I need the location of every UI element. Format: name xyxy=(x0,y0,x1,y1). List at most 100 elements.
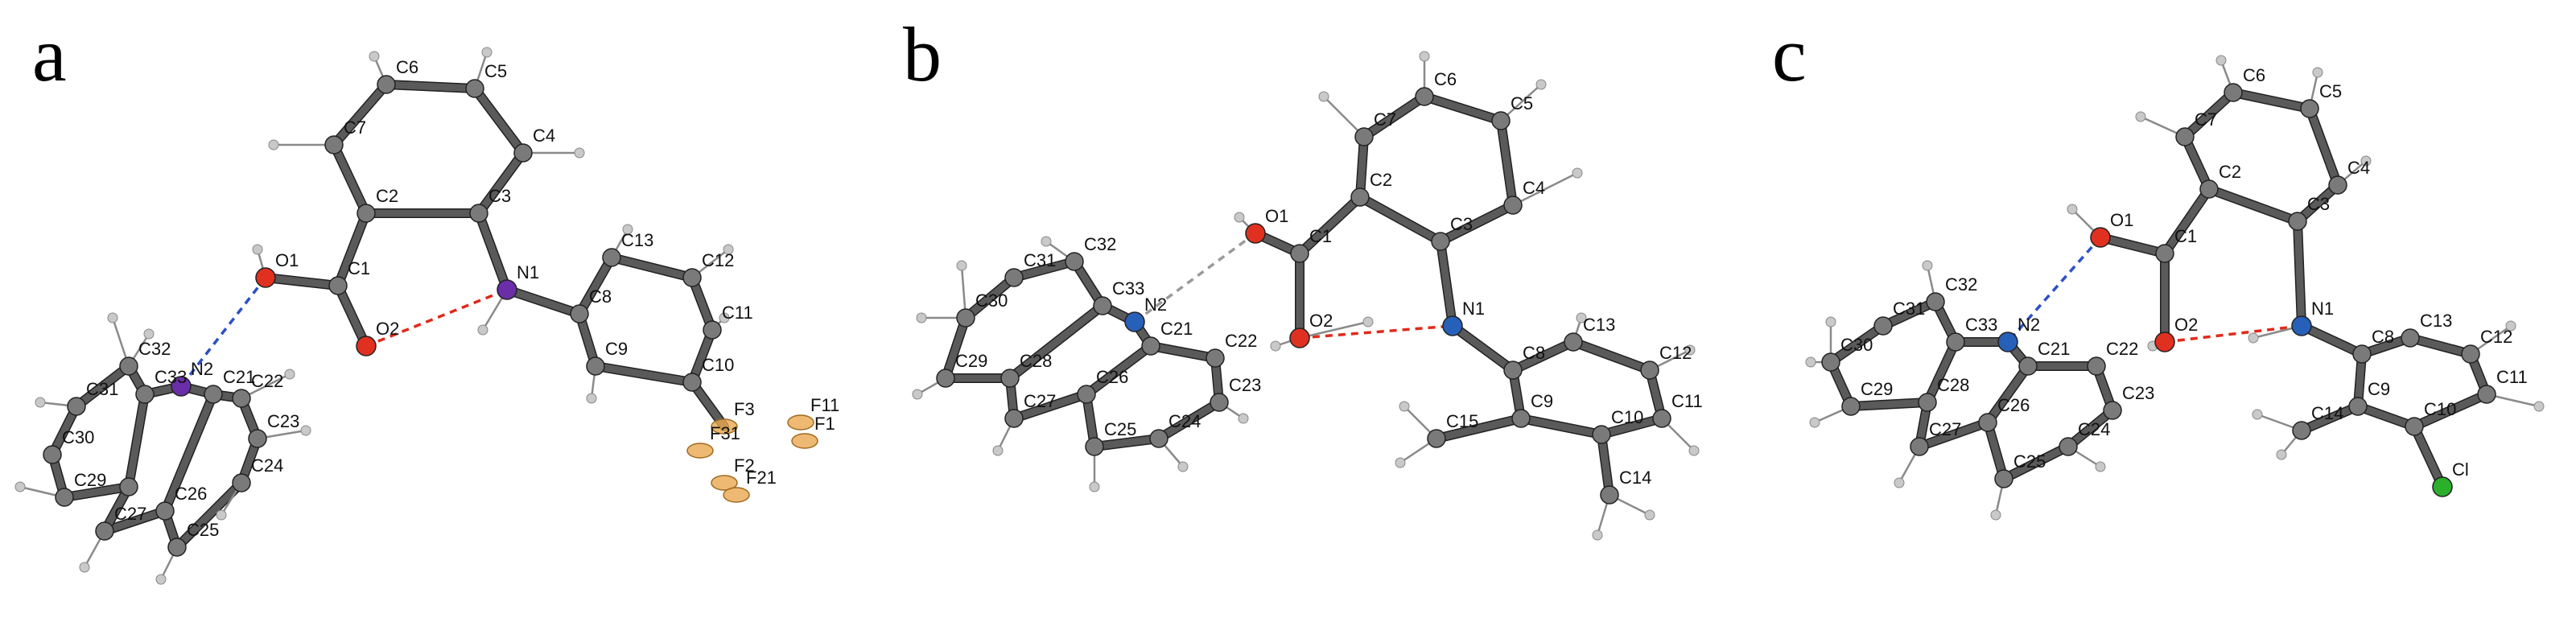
atom-C33 xyxy=(135,385,155,404)
hydrogen-atom xyxy=(477,324,488,336)
atom-C4 xyxy=(1503,196,1523,215)
hydrogen-atom xyxy=(252,244,263,255)
atom-label: C5 xyxy=(2319,81,2342,101)
atom-C23 xyxy=(2103,401,2122,420)
atom-label: C5 xyxy=(1511,93,1533,113)
hydrogen-atom xyxy=(216,509,227,521)
atom-N2 xyxy=(1124,311,1145,332)
hydrogen-atom xyxy=(1399,401,1410,412)
atom-label: C29 xyxy=(74,470,106,490)
atom-C7 xyxy=(1354,127,1374,146)
bond-C9-C15 xyxy=(1432,414,1525,443)
atom-label: C12 xyxy=(2480,327,2512,347)
hydrogen-atom xyxy=(1089,481,1100,492)
bond-C24-C25 xyxy=(1090,435,1163,451)
atom-C3 xyxy=(469,204,488,223)
bond-C12-C13 xyxy=(2406,334,2475,358)
bond-C2-C3 xyxy=(1356,193,1445,245)
atom-label: C4 xyxy=(533,126,555,146)
atom-F31 xyxy=(686,443,714,459)
atom-label: C8 xyxy=(589,286,612,307)
bond-C8-C13 xyxy=(1509,338,1577,374)
panel-a-letter: a xyxy=(32,11,67,97)
panel-b: b C1C2C3C4C5C6C7O1O2N1C8C9C10C11C12C13C1… xyxy=(903,11,1703,541)
bond-C3-N1 xyxy=(1436,237,1457,330)
atom-C33 xyxy=(1946,332,1965,352)
bond-C9-C10 xyxy=(1517,414,1605,439)
bond-C29-C30 xyxy=(942,314,970,382)
bond-C1-O1 xyxy=(262,274,342,290)
panel-c: c C1C2C3C4C5C6C7O1O2N1C8C9C10C11C12C13C1… xyxy=(1772,11,2545,521)
bond-C12-C13 xyxy=(1569,338,1654,374)
panel-c-letter: c xyxy=(1772,11,1807,97)
bond-C5-C6 xyxy=(1420,93,1505,125)
atom-label: C15 xyxy=(1446,411,1478,431)
bond-C2-C7 xyxy=(330,141,370,217)
atom-C8 xyxy=(570,304,589,323)
atom-F1 xyxy=(791,433,818,449)
atom-O1 xyxy=(1245,223,1266,244)
bond-C1-C2 xyxy=(334,209,370,290)
bond-C30-C31 xyxy=(962,274,1018,322)
atom-label: C33 xyxy=(1965,315,1997,335)
atom-label: O1 xyxy=(2110,210,2133,230)
atom-C2 xyxy=(2199,179,2219,199)
atom-C2 xyxy=(357,204,376,223)
hydrogen-atom xyxy=(2312,67,2323,78)
hydrogen-atom xyxy=(2360,155,2372,167)
atom-C5 xyxy=(2300,99,2319,118)
h-bond-stick xyxy=(1323,96,1365,138)
atom-C8 xyxy=(2352,344,2372,364)
hydrogen-atom xyxy=(2505,320,2516,332)
atom-C4 xyxy=(2328,175,2347,195)
bond-C21-C22 xyxy=(1147,342,1219,362)
atom-C13 xyxy=(602,248,621,267)
atom-label: F1 xyxy=(814,414,835,434)
hydrogen-atom xyxy=(1041,236,1052,247)
atom-F2 xyxy=(711,475,738,491)
hydrogen-atom xyxy=(1922,260,1933,271)
bond-C33-C28 xyxy=(125,390,149,491)
bond-C9-C10 xyxy=(591,362,696,386)
atom-label: O2 xyxy=(376,319,399,339)
atom-C9 xyxy=(586,356,605,376)
hydrogen-atom xyxy=(107,312,118,323)
atom-C24 xyxy=(232,473,251,492)
atom-C32 xyxy=(119,356,138,376)
atom-label: C14 xyxy=(1619,468,1651,488)
atom-label: C2 xyxy=(376,186,398,206)
bond-C6-C7 xyxy=(330,80,390,149)
atom-C27 xyxy=(1004,409,1024,428)
hydrogen-atom xyxy=(1805,356,1816,368)
bond-C26-C27 xyxy=(1915,418,1992,451)
bond-C4-C5 xyxy=(1497,117,1517,209)
hydrogen-atom xyxy=(143,328,155,340)
atom-F21 xyxy=(723,487,750,503)
bond-C4-C5 xyxy=(2306,105,2342,189)
atom-C6 xyxy=(2224,83,2243,102)
atom-label: C30 xyxy=(1840,335,1873,355)
hydrogen-atom xyxy=(14,481,26,492)
atom-C27 xyxy=(95,521,114,541)
atom-label: C3 xyxy=(2307,194,2330,214)
atom-label: N1 xyxy=(2311,299,2334,319)
bond-C12-C13 xyxy=(608,253,696,282)
bond-C10-C11 xyxy=(2410,390,2491,431)
bond-C6-C7 xyxy=(1360,93,1428,141)
atom-C29 xyxy=(55,488,74,507)
hydrogen-atom xyxy=(2533,401,2545,412)
atom-C25 xyxy=(1994,469,2013,488)
bond-C23-C24 xyxy=(2064,406,2116,451)
atom-C21 xyxy=(2018,356,2038,376)
hydrogen-atom xyxy=(1990,509,2001,521)
panel-b-letter: b xyxy=(903,11,942,97)
hydrogen-atom xyxy=(1362,316,1374,328)
bond-C9-C10 xyxy=(2354,402,2418,431)
bond-C2-C3 xyxy=(2205,185,2302,225)
atom-label: C30 xyxy=(62,427,94,447)
atom-C28 xyxy=(1918,393,1937,412)
hydrogen-atom xyxy=(1238,413,1249,424)
atom-F3 xyxy=(711,418,738,435)
bond-C23-C24 xyxy=(1155,398,1223,443)
bond-C4-C5 xyxy=(471,84,527,157)
